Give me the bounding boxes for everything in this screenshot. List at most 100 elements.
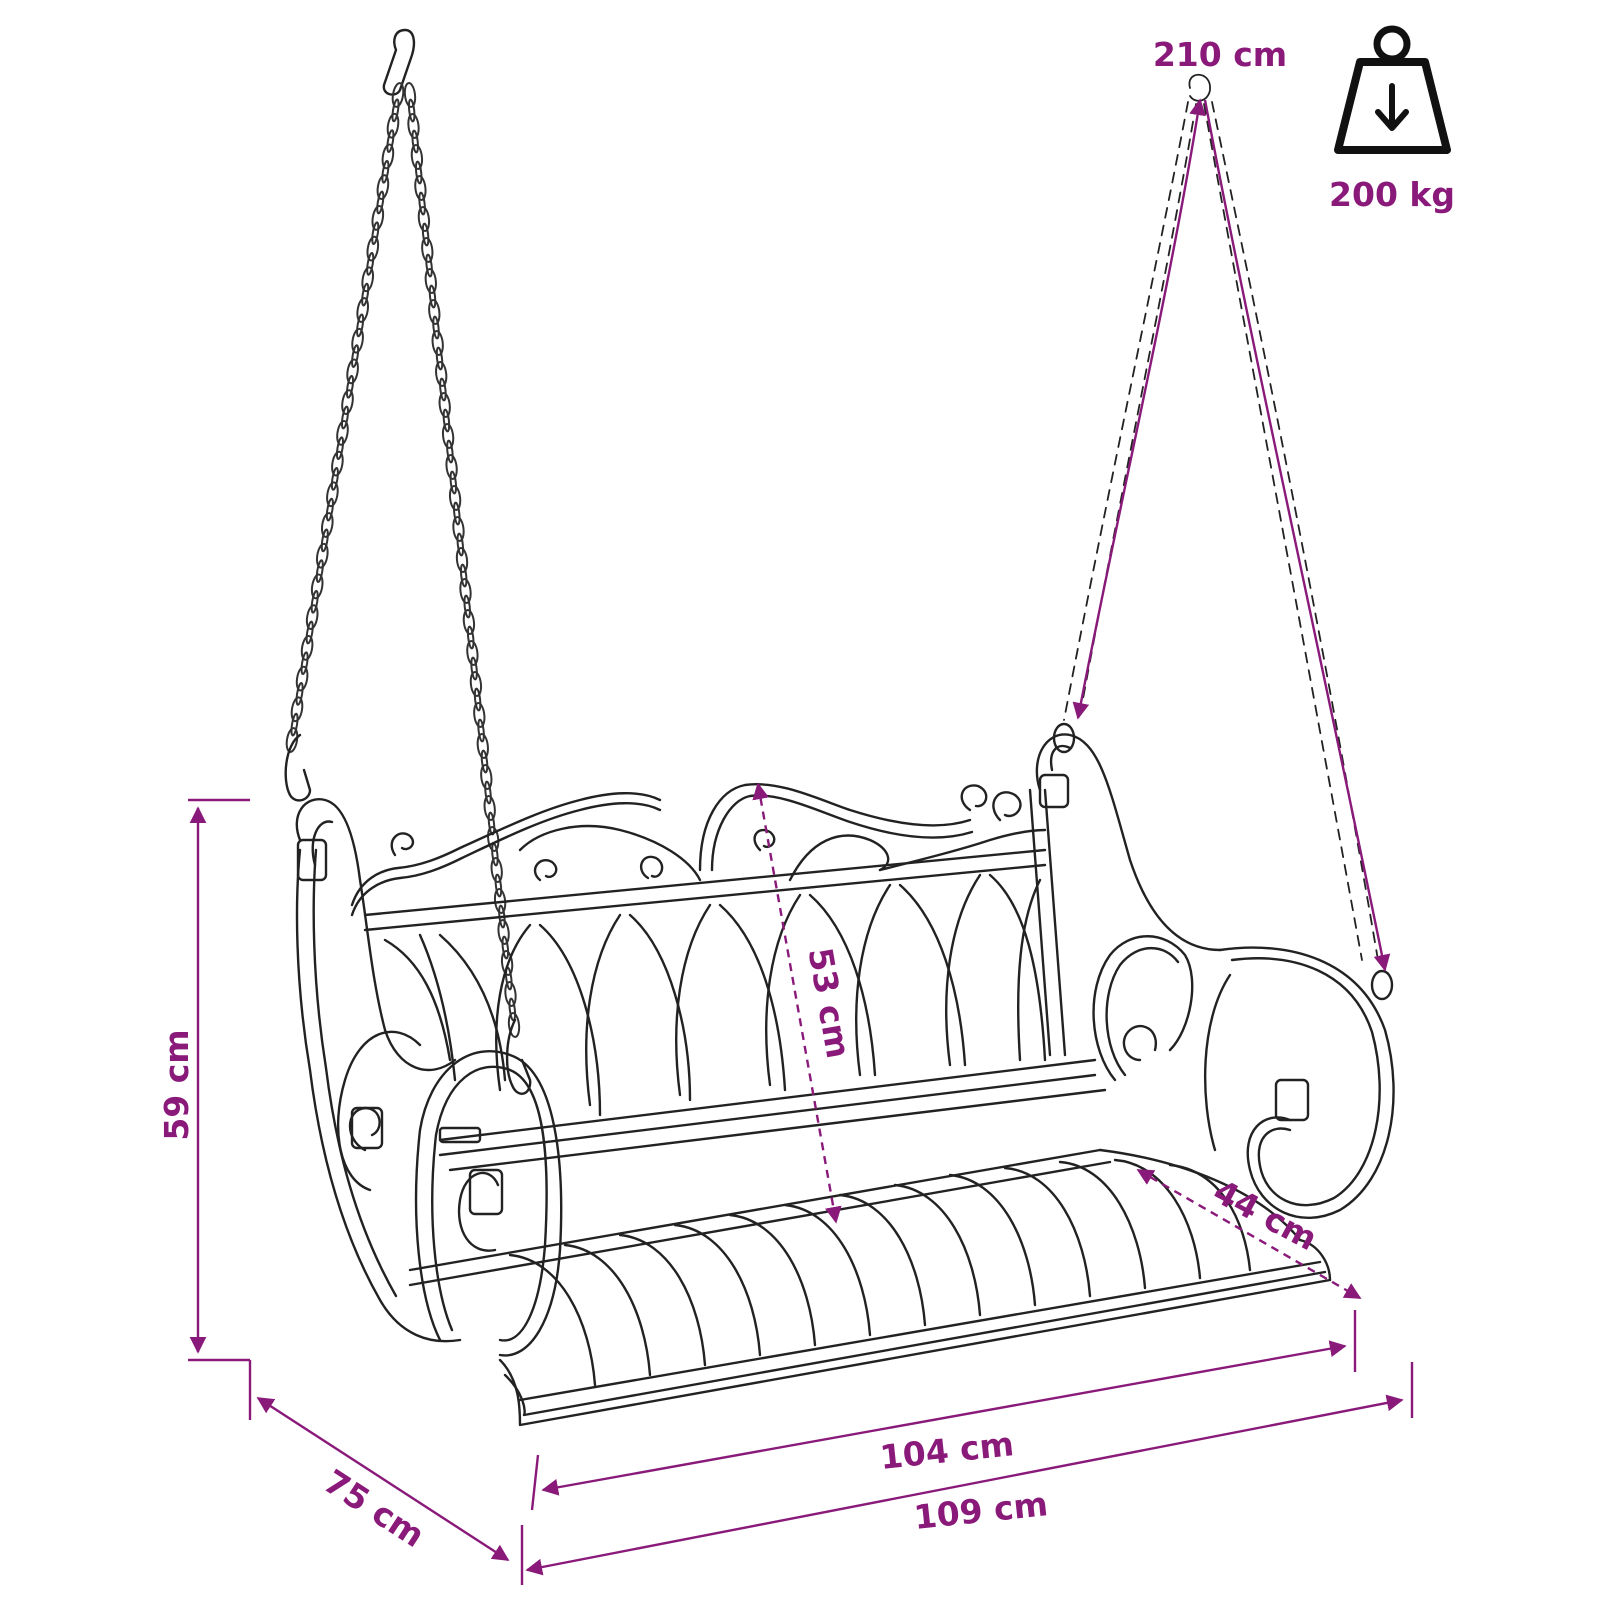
chain-link (459, 563, 468, 588)
back-height-label: 53 cm (800, 945, 858, 1061)
chain-link (455, 547, 469, 573)
chain-link (428, 284, 437, 309)
chain-link (295, 682, 304, 706)
chain-link (483, 795, 496, 821)
chain-link (366, 235, 380, 262)
chain-link (484, 780, 492, 805)
chain-link (351, 344, 360, 368)
chain-link (448, 485, 462, 511)
chain-link (473, 702, 486, 728)
weight-capacity-label: 200 kg (1329, 175, 1455, 214)
chain-link (425, 253, 433, 278)
chain-link (469, 671, 483, 697)
seat-width-label: 104 cm (878, 1424, 1016, 1477)
chain-link (300, 651, 309, 676)
chain-link (335, 436, 345, 461)
chain-link (310, 573, 324, 600)
right-chain-rings (1052, 722, 1394, 1001)
chain-link (300, 635, 314, 661)
chain-link (345, 374, 355, 399)
chain-link (500, 950, 514, 976)
chain-link (414, 175, 427, 201)
chain-link (473, 687, 482, 712)
chain-link (376, 190, 385, 215)
chain-link (290, 696, 304, 723)
chain-link (381, 143, 395, 170)
chain-link (497, 919, 510, 945)
chain-link (439, 377, 447, 402)
chain-link (391, 98, 400, 123)
chain-link (449, 470, 458, 495)
left-hook (382, 28, 416, 96)
chain-link (428, 299, 441, 325)
chain-link (487, 811, 496, 836)
chain-link (310, 589, 319, 614)
chain-link (305, 604, 319, 630)
chain-link (407, 113, 420, 139)
chain-link (305, 620, 314, 645)
chain-link (421, 237, 434, 263)
chain-link (442, 408, 451, 433)
chain-link (477, 718, 485, 743)
chain-link (446, 439, 454, 464)
chain-link (315, 542, 329, 569)
chain-link (418, 191, 426, 216)
left-chain-inner (403, 82, 521, 1038)
chain-link (391, 82, 405, 108)
chain-link (438, 392, 451, 418)
chain-link (320, 512, 334, 538)
chain-link (463, 594, 471, 619)
chain-link (341, 389, 354, 415)
chain-link (386, 112, 400, 139)
chain-link (381, 159, 390, 184)
chain-link (494, 873, 503, 898)
chain-link (340, 405, 350, 430)
left-chain-outer (285, 82, 405, 753)
chain-link (487, 826, 500, 852)
chain-link (411, 129, 419, 154)
chain-link (456, 532, 465, 557)
chain-link (326, 481, 339, 508)
chain-link (452, 516, 465, 542)
seat-depth-label: 44 cm (1207, 1171, 1324, 1258)
chain-link (421, 222, 430, 247)
chain-link (336, 420, 349, 446)
chain-link (331, 450, 344, 477)
chain-link (361, 266, 375, 293)
chain-link (462, 609, 476, 635)
chain-link (371, 205, 385, 231)
chain-link (356, 313, 365, 338)
chain-length-label: 210 cm (1153, 35, 1287, 74)
chain-link (480, 749, 489, 774)
chain-link (410, 144, 424, 170)
chain-link (466, 640, 479, 666)
chain-link (285, 727, 299, 753)
chain-link (432, 315, 440, 340)
chain-link (366, 252, 375, 276)
chain-link (501, 935, 510, 960)
chain-link (466, 625, 475, 650)
weight-icon (1334, 25, 1451, 154)
right-top-ring (1188, 73, 1211, 102)
height-label: 59 cm (157, 1029, 196, 1140)
depth-label: 75 cm (317, 1462, 432, 1555)
chain-link (431, 330, 444, 356)
chain-link (476, 733, 489, 759)
chain-link (480, 764, 493, 790)
chain-link (330, 467, 339, 491)
chain-link (459, 578, 472, 604)
chain-link (376, 174, 390, 200)
chain-link (386, 129, 395, 153)
chain-link (445, 454, 458, 480)
chain-link (315, 559, 324, 583)
chain-link (470, 656, 478, 681)
chain-link (351, 327, 364, 354)
chain-link (414, 160, 423, 185)
swing-bench (295, 733, 1395, 1427)
chain-link (424, 268, 437, 294)
chain-link (320, 528, 329, 553)
chain-link (507, 1012, 521, 1038)
chain-link (361, 282, 370, 307)
right-chain (1063, 101, 1379, 961)
